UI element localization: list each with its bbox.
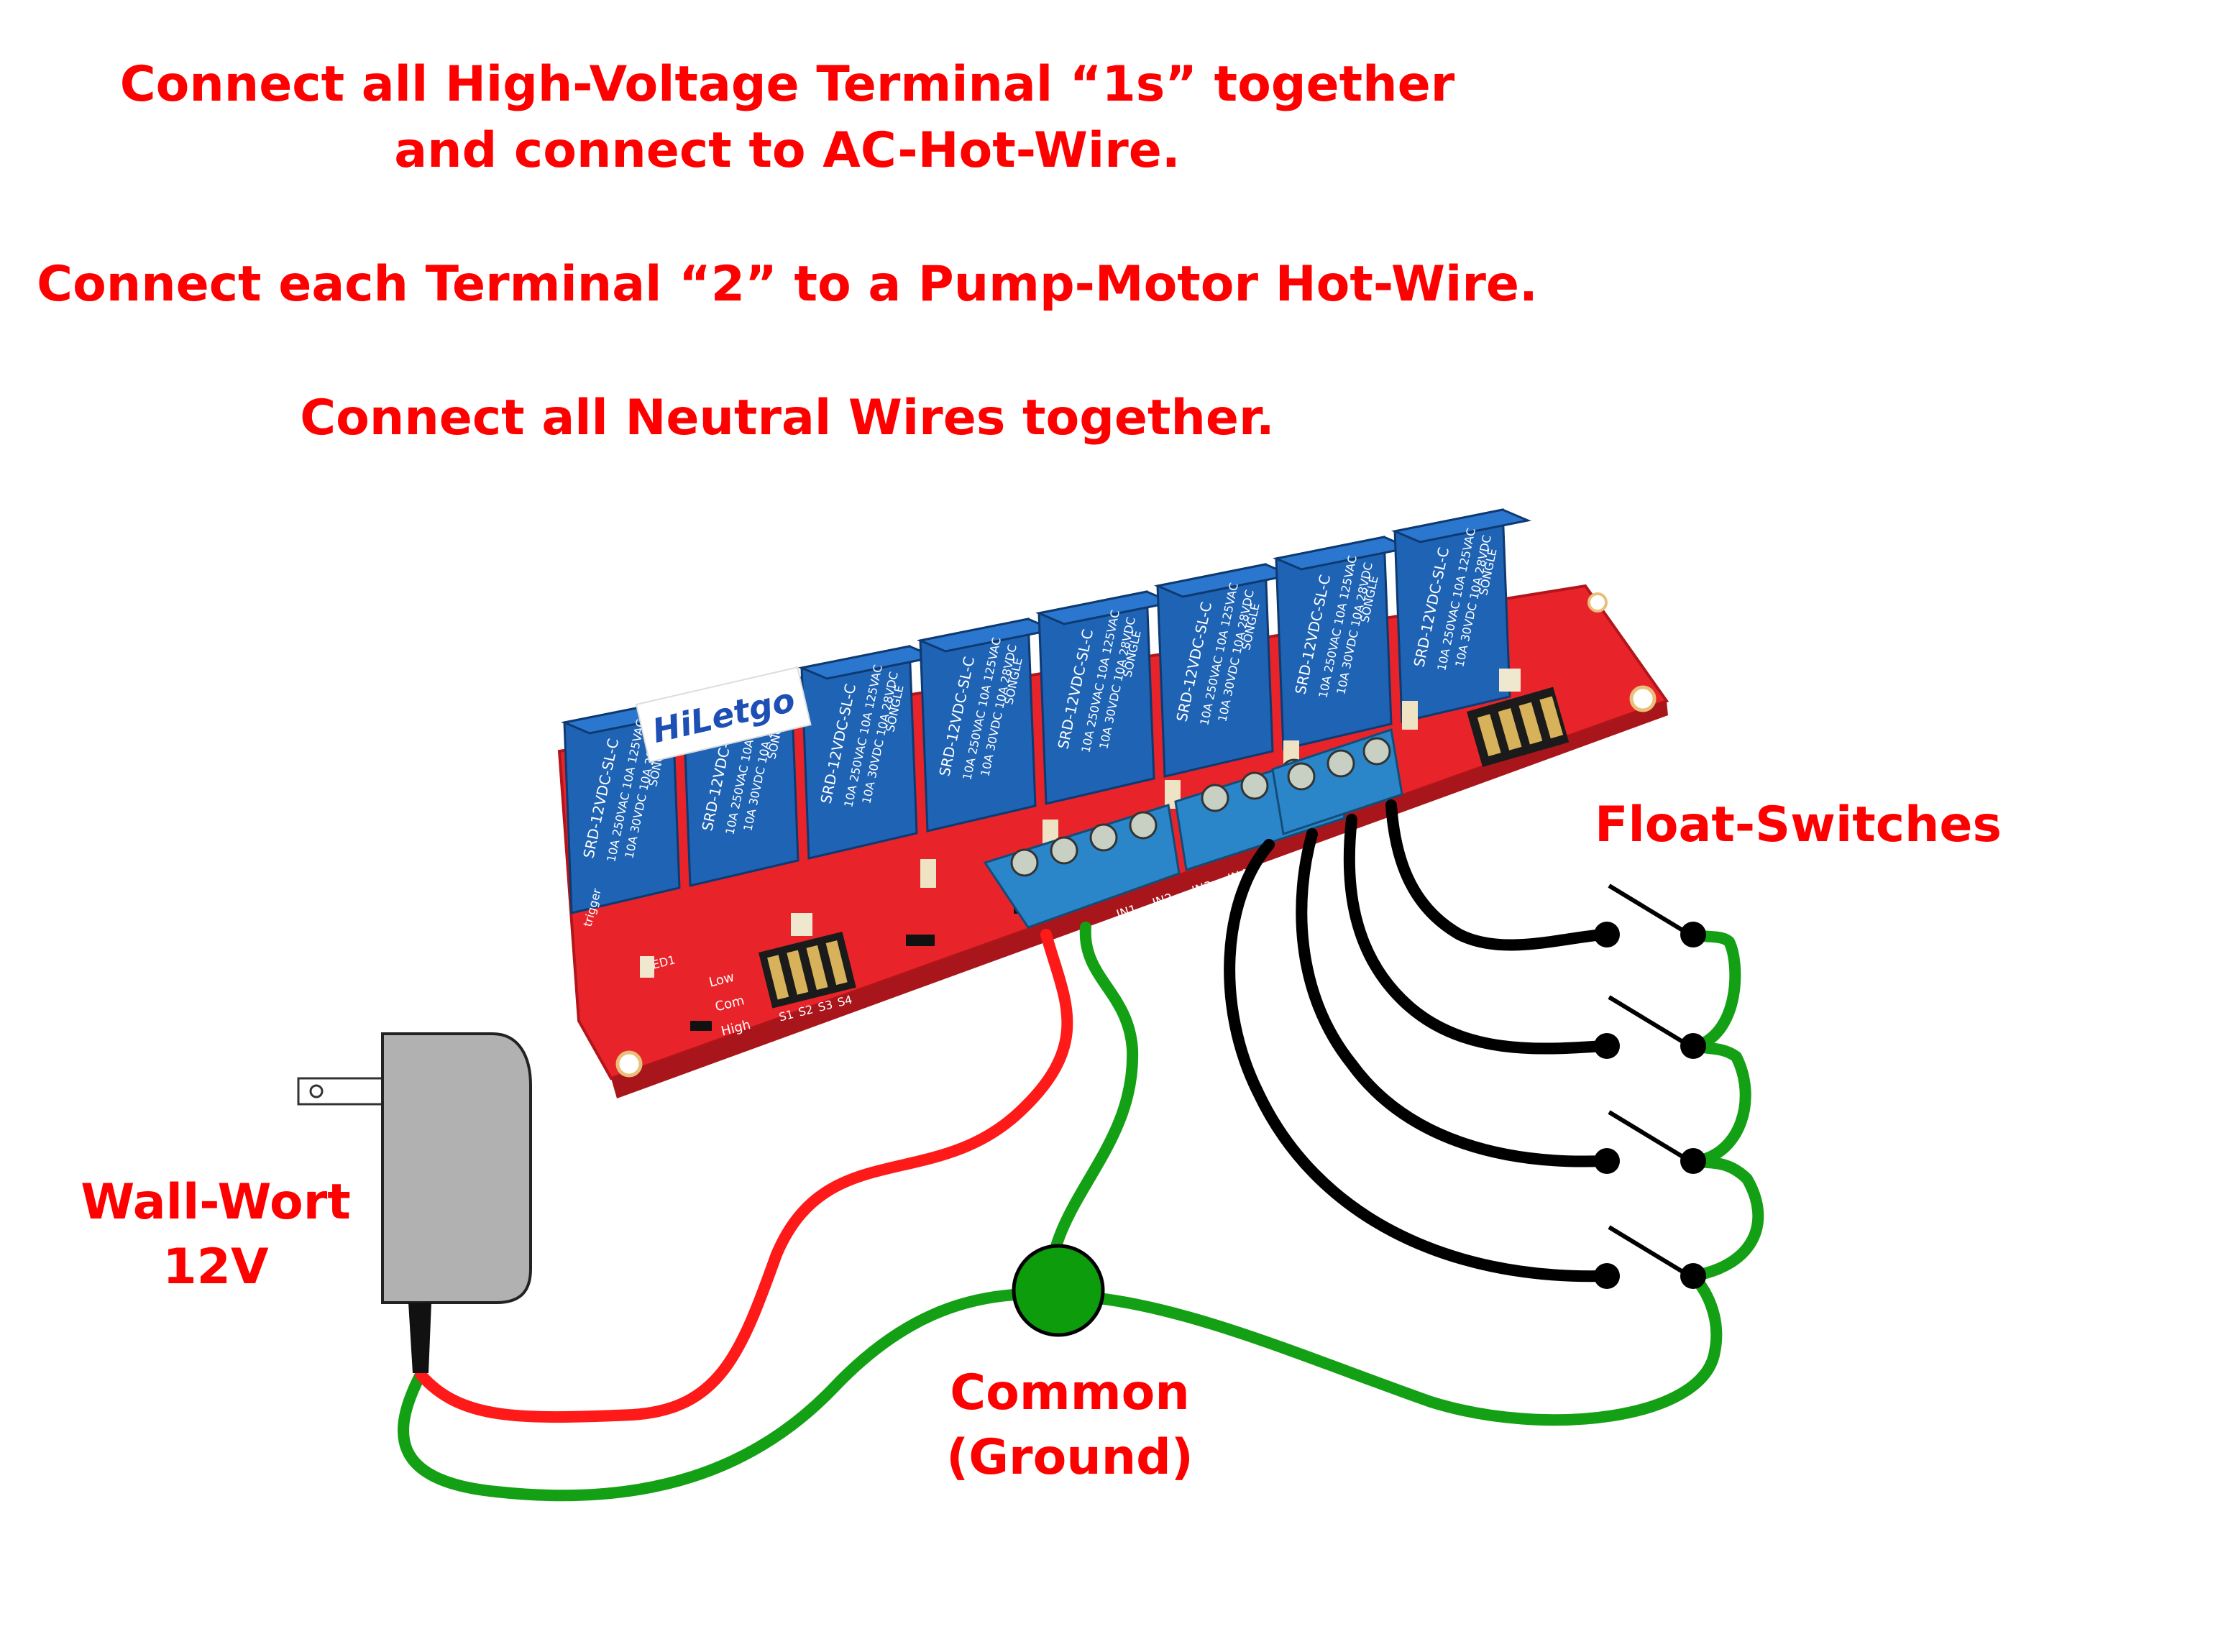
ground-label: (Ground): [946, 1429, 1193, 1486]
mount-hole: [615, 1050, 643, 1078]
adapter-body: [381, 1032, 532, 1304]
common-label: Common: [950, 1364, 1189, 1421]
terminal-block-right: [1271, 728, 1403, 835]
mount-hole: [1629, 685, 1657, 712]
float-switch-icon: [1594, 884, 1706, 947]
jumper-header-right: [1467, 687, 1570, 767]
jumper-label-s4: S4: [836, 993, 853, 1009]
jumper-label-s1: S1: [777, 1007, 794, 1024]
ground-wire-adapter: [398, 1288, 1041, 1502]
signal-wire-4: [1385, 799, 1609, 951]
ground-wire-switches: [1087, 1270, 1723, 1426]
signal-wire-3: [1343, 814, 1609, 1055]
instruction-line-4: Connect all Neutral Wires together.: [300, 390, 1274, 446]
switch-chain-wire: [1687, 929, 1764, 1282]
pcb-edge: [611, 701, 1668, 1098]
wall-adapter-icon: [297, 1032, 532, 1373]
relay-top: [1390, 508, 1532, 543]
instructions: Connect all High-Voltage Terminal “1s” t…: [37, 56, 1538, 446]
float-switches-label: Float-Switches: [1595, 797, 2002, 853]
jumper-label-s3: S3: [817, 998, 834, 1014]
mount-hole: [1587, 592, 1608, 612]
wires: [398, 799, 1764, 1502]
float-switches: [1594, 884, 1706, 1289]
signal-wire-1: [1224, 839, 1609, 1282]
diagram-labels: Float-Switches Wall-Wort 12V Common (Gro…: [81, 797, 2002, 1486]
ground-wire-board: [1044, 922, 1139, 1293]
terminal-block-left: [983, 804, 1181, 929]
jumper-header-left: S1 S2 S3 S4: [759, 931, 856, 1024]
instruction-line-3: Connect each Terminal “2” to a Pump-Moto…: [37, 256, 1538, 313]
signal-wire-2: [1296, 828, 1609, 1167]
float-switch-icon: [1594, 1110, 1706, 1174]
adapter-cord: [408, 1303, 431, 1373]
power-wire-red: [415, 929, 1073, 1423]
wall-wort-label: Wall-Wort: [81, 1174, 351, 1231]
instruction-line-2: and connect to AC-Hot-Wire.: [394, 122, 1180, 179]
instruction-line-1: Connect all High-Voltage Terminal “1s” t…: [120, 56, 1455, 113]
float-switch-icon: [1594, 1225, 1706, 1289]
wall-wort-voltage-label: 12V: [162, 1239, 269, 1295]
float-switch-icon: [1594, 995, 1706, 1059]
jumper-label-s2: S2: [797, 1002, 815, 1019]
common-ground-node: [1012, 1244, 1105, 1337]
